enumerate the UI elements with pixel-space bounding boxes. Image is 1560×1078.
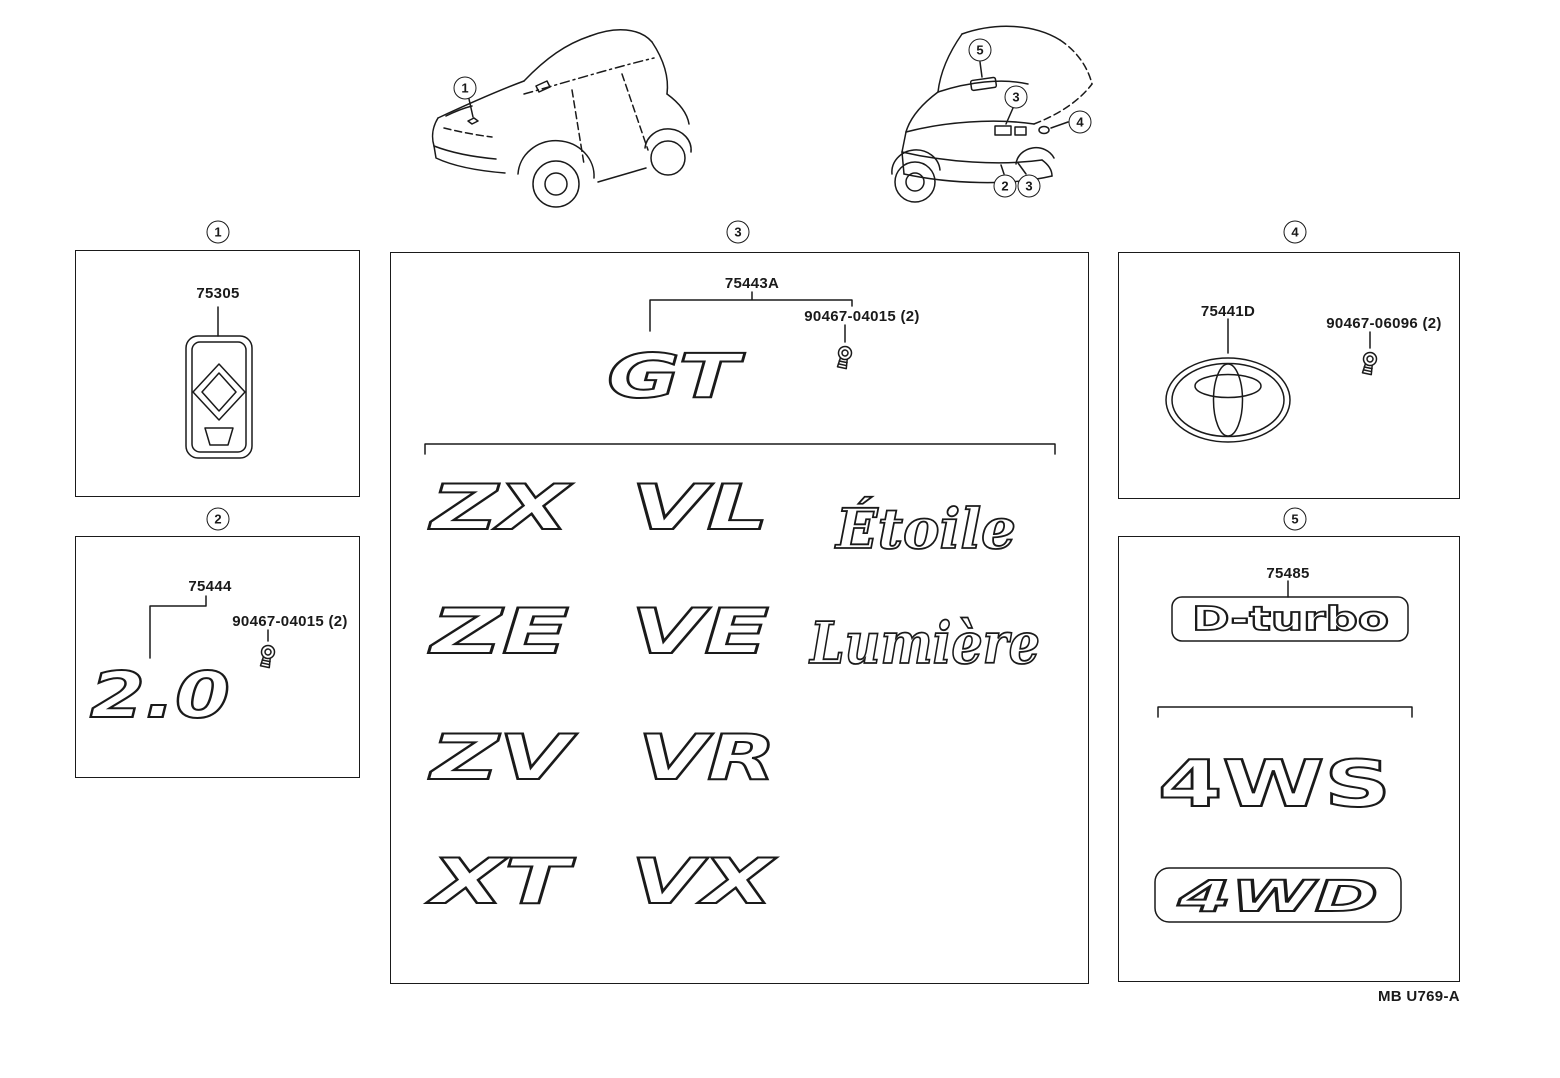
trunk-emblem-mark-right [1014, 126, 1027, 136]
section-box-4 [1118, 252, 1460, 499]
shelf-emblem-mark [969, 76, 998, 92]
emblem-zv: ZV [428, 721, 579, 794]
part-number-75441d: 75441D [1200, 303, 1256, 320]
callout-rear-5: 5 [968, 38, 992, 62]
emblem-vr: VR [638, 721, 776, 794]
callout-leader-lines [468, 61, 1069, 175]
toyota-logo [1165, 357, 1291, 443]
front-car-sketch [431, 29, 692, 208]
emblem-d-turbo: D-turbo [1192, 599, 1389, 638]
section-5-art: D-turbo 4WS 4WD [1154, 580, 1413, 923]
rear-car-sketch [891, 25, 1093, 203]
part-number-75305: 75305 [196, 285, 240, 302]
emblem-zx: ZX [428, 471, 574, 544]
callout-rear-2: 2 [993, 174, 1017, 198]
section-4-label: 4 [1283, 220, 1307, 244]
emblem-etoile: Étoile [834, 496, 1016, 561]
section-2-label: 2 [206, 507, 230, 531]
callout-rear-4: 4 [1068, 110, 1092, 134]
screw-icon [834, 344, 854, 370]
emblem-4ws: 4WS [1158, 748, 1391, 822]
part-number-75485: 75485 [1266, 565, 1310, 582]
drive-bracket [1157, 706, 1413, 718]
callout-rear-3b: 3 [1017, 174, 1041, 198]
section-box-5 [1118, 536, 1460, 982]
emblem-xt: XT [425, 845, 576, 918]
trunk-logo-mark [1038, 125, 1050, 135]
emblem-lumiere: Lumière [808, 610, 1040, 677]
4wd-plate [1154, 867, 1402, 923]
screw-number-box2: 90467-04015 (2) [232, 613, 348, 630]
figure-code: MB U769-A [1378, 988, 1460, 1005]
screw-number-box3: 90467-04015 (2) [804, 308, 920, 325]
emblem-ze: ZE [428, 595, 569, 668]
hood-badge-emblem [185, 335, 253, 459]
section-4-art [1165, 318, 1379, 443]
screw-icon [1359, 350, 1379, 376]
screw-icon [257, 643, 277, 669]
emblem-ve: VE [631, 595, 769, 668]
section-box-3 [390, 252, 1089, 984]
emblem-2-0: 2.0 [90, 659, 230, 732]
section-1-label: 1 [206, 220, 230, 244]
trunk-emblem-mark-left [994, 125, 1012, 136]
callout-rear-3a: 3 [1004, 85, 1028, 109]
section-5-label: 5 [1283, 507, 1307, 531]
emblem-vx: VX [631, 845, 778, 918]
part-number-75444: 75444 [188, 578, 232, 595]
section-2-art: 2.0 [89, 595, 277, 733]
callout-front-1: 1 [453, 76, 477, 100]
d-turbo-plate [1171, 596, 1409, 642]
section-box-1 [75, 250, 360, 497]
section-box-2 [75, 536, 360, 778]
section-3-art: GT ZX VL Étoile ZE VE Lumière ZV VR XT V… [424, 291, 1056, 919]
hood-emblem-mark [467, 117, 479, 125]
section-3-label: 3 [726, 220, 750, 244]
emblem-vl: VL [631, 471, 769, 544]
part-number-75443a: 75443A [724, 275, 780, 292]
screw-number-box4: 90467-06096 (2) [1326, 315, 1442, 332]
emblem-gt: GT [607, 341, 745, 412]
section-1-art [185, 306, 253, 459]
emblem-4wd: 4WD [1176, 872, 1378, 922]
variants-bracket [424, 443, 1056, 455]
